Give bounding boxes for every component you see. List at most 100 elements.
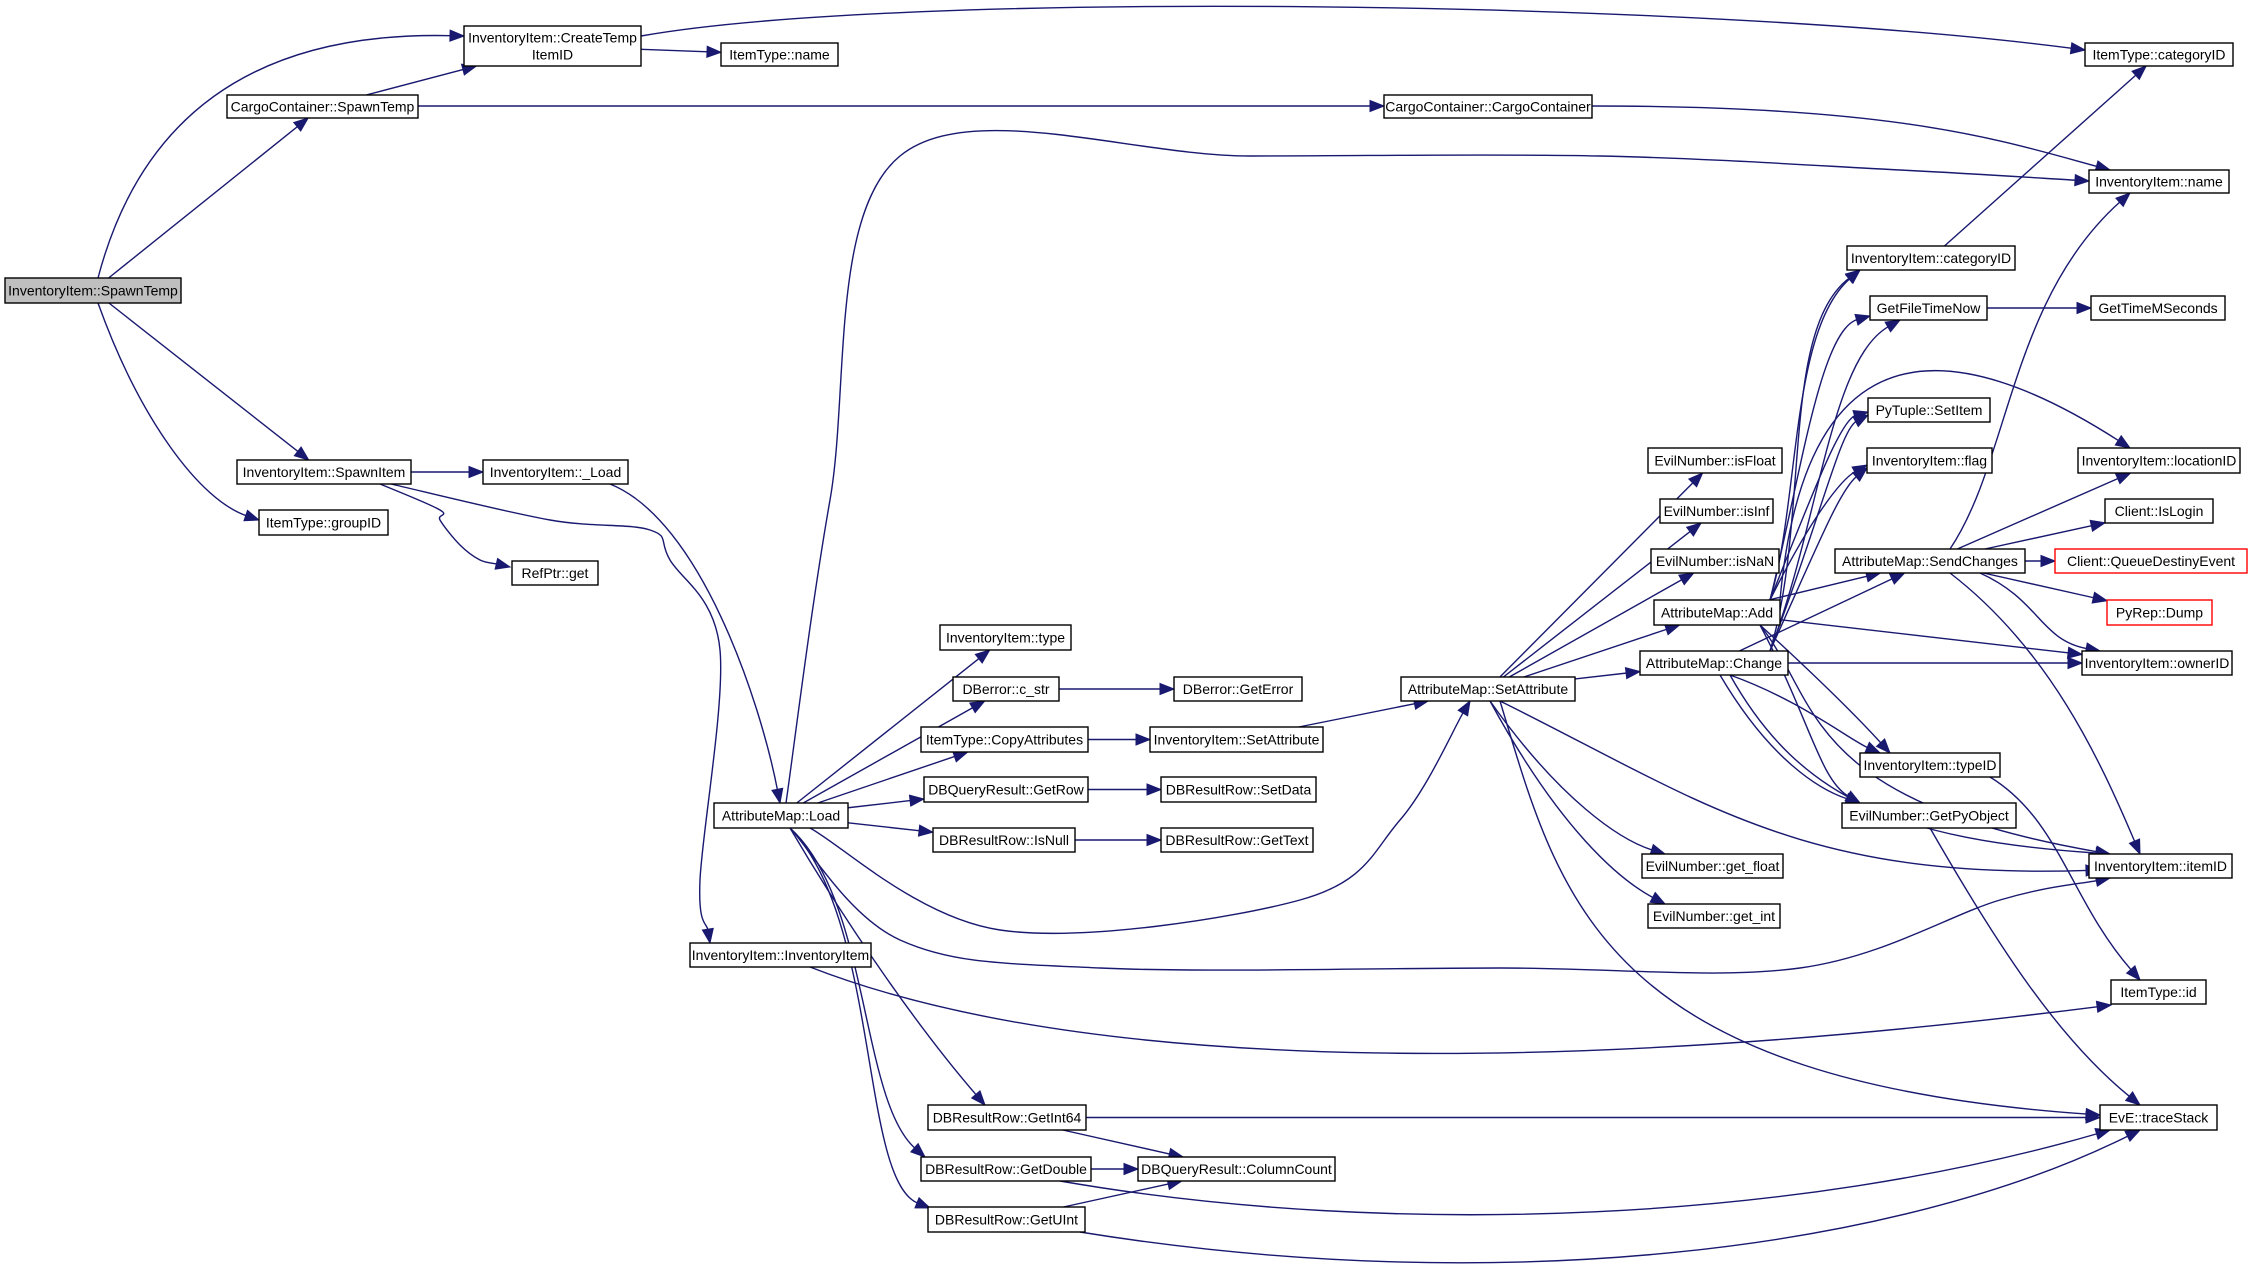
node-itemTypeCopyAttributes[interactable]: ItemType::CopyAttributes bbox=[920, 726, 1089, 753]
node-attrAdd[interactable]: AttributeMap::Add bbox=[1653, 599, 1781, 626]
node-box[interactable] bbox=[952, 676, 1060, 702]
node-box[interactable] bbox=[1650, 548, 1780, 574]
node-cargoCtor[interactable]: CargoContainer::CargoContainer bbox=[1383, 94, 1593, 119]
node-box[interactable] bbox=[1866, 447, 1993, 474]
node-box[interactable] bbox=[1653, 599, 1781, 626]
node-box[interactable] bbox=[226, 94, 419, 119]
node-box[interactable] bbox=[1400, 676, 1576, 702]
node-box[interactable] bbox=[927, 1206, 1086, 1233]
node-box[interactable] bbox=[2081, 650, 2233, 676]
node-box[interactable] bbox=[1639, 650, 1789, 676]
node-box[interactable] bbox=[258, 509, 389, 536]
node-box[interactable] bbox=[920, 1156, 1092, 1182]
node-invCtor[interactable]: InventoryItem::InventoryItem bbox=[689, 942, 872, 968]
node-box[interactable] bbox=[2084, 42, 2234, 67]
node-box[interactable] bbox=[1846, 245, 2016, 271]
node-invItemID[interactable]: InventoryItem::itemID bbox=[2088, 853, 2233, 879]
node-invFlag[interactable]: InventoryItem::flag bbox=[1866, 447, 1993, 474]
node-evilIsInf[interactable]: EvilNumber::isInf bbox=[1659, 498, 1774, 524]
node-invCategoryID[interactable]: InventoryItem::categoryID bbox=[1846, 245, 2016, 271]
node-getTimeMSeconds[interactable]: GetTimeMSeconds bbox=[2090, 295, 2226, 321]
node-box[interactable] bbox=[932, 827, 1076, 853]
node-dbRowGetInt64[interactable]: DBResultRow::GetInt64 bbox=[927, 1104, 1087, 1131]
node-box[interactable] bbox=[1659, 498, 1774, 524]
node-invSpawnItem[interactable]: InventoryItem::SpawnItem bbox=[236, 459, 412, 485]
node-pyTupleSetItem[interactable]: PyTuple::SetItem bbox=[1867, 397, 1991, 423]
node-box[interactable] bbox=[4, 277, 182, 304]
node-box[interactable] bbox=[463, 25, 642, 67]
node-box[interactable] bbox=[1641, 853, 1784, 879]
node-box[interactable] bbox=[927, 1104, 1087, 1131]
node-dbRowGetDouble[interactable]: DBResultRow::GetDouble bbox=[920, 1156, 1092, 1182]
node-box[interactable] bbox=[1149, 726, 1324, 753]
node-pyRepDump[interactable]: PyRep::Dump bbox=[2106, 599, 2213, 626]
node-dbErrorCStr[interactable]: DBerror::c_str bbox=[952, 676, 1060, 702]
node-box[interactable] bbox=[1647, 447, 1783, 474]
node-dbRowGetText[interactable]: DBResultRow::GetText bbox=[1160, 827, 1314, 853]
node-evilGetFloat[interactable]: EvilNumber::get_float bbox=[1641, 853, 1784, 879]
node-itemTypeId[interactable]: ItemType::id bbox=[2110, 979, 2207, 1005]
node-box[interactable] bbox=[2110, 979, 2207, 1005]
node-dbErrorGetError[interactable]: DBerror::GetError bbox=[1173, 676, 1303, 702]
node-box[interactable] bbox=[1867, 397, 1991, 423]
node-dbRowGetUInt[interactable]: DBResultRow::GetUInt bbox=[927, 1206, 1086, 1233]
node-attrChange[interactable]: AttributeMap::Change bbox=[1639, 650, 1789, 676]
node-box[interactable] bbox=[2088, 169, 2230, 194]
node-itemTypeName[interactable]: ItemType::name bbox=[720, 42, 839, 67]
node-box[interactable] bbox=[1869, 295, 1988, 321]
node-attrSetAttribute[interactable]: AttributeMap::SetAttribute bbox=[1400, 676, 1576, 702]
node-box[interactable] bbox=[1841, 802, 2017, 829]
node-invOwnerID[interactable]: InventoryItem::ownerID bbox=[2081, 650, 2233, 676]
node-box[interactable] bbox=[482, 459, 629, 485]
node-box[interactable] bbox=[2088, 853, 2233, 879]
node-evilGetPyObject[interactable]: EvilNumber::GetPyObject bbox=[1841, 802, 2017, 829]
node-traceStack[interactable]: EvE::traceStack bbox=[2099, 1104, 2218, 1131]
node-box[interactable] bbox=[1173, 676, 1303, 702]
node-box[interactable] bbox=[720, 42, 839, 67]
node-attrLoad[interactable]: AttributeMap::Load bbox=[713, 802, 849, 829]
node-box[interactable] bbox=[939, 624, 1072, 651]
node-invLoad[interactable]: InventoryItem::_Load bbox=[482, 459, 629, 485]
node-box[interactable] bbox=[1834, 548, 2026, 574]
node-evilGetInt[interactable]: EvilNumber::get_int bbox=[1647, 903, 1781, 929]
node-box[interactable] bbox=[713, 802, 849, 829]
node-clientIsLogin[interactable]: Client::IsLogin bbox=[2104, 498, 2214, 524]
node-box[interactable] bbox=[1137, 1156, 1336, 1182]
node-itemTypeCategoryID[interactable]: ItemType::categoryID bbox=[2084, 42, 2234, 67]
node-dbQueryGetRow[interactable]: DBQueryResult::GetRow bbox=[923, 776, 1089, 803]
node-invSetAttribute[interactable]: InventoryItem::SetAttribute bbox=[1149, 726, 1324, 753]
node-refPtrGet[interactable]: RefPtr::get bbox=[511, 560, 599, 586]
node-dbQueryColumnCount[interactable]: DBQueryResult::ColumnCount bbox=[1137, 1156, 1336, 1182]
node-dbRowSetData[interactable]: DBResultRow::SetData bbox=[1160, 776, 1317, 803]
node-spawnTemp[interactable]: InventoryItem::SpawnTemp bbox=[4, 277, 182, 304]
node-invName[interactable]: InventoryItem::name bbox=[2088, 169, 2230, 194]
node-box[interactable] bbox=[1160, 776, 1317, 803]
node-itemTypeGroupID[interactable]: ItemType::groupID bbox=[258, 509, 389, 536]
node-box[interactable] bbox=[923, 776, 1089, 803]
node-invType[interactable]: InventoryItem::type bbox=[939, 624, 1072, 651]
node-box[interactable] bbox=[2099, 1104, 2218, 1131]
node-box[interactable] bbox=[1647, 903, 1781, 929]
node-invLocationID[interactable]: InventoryItem::locationID bbox=[2077, 447, 2241, 474]
node-clientQueueDestinyEvent[interactable]: Client::QueueDestinyEvent bbox=[2054, 548, 2248, 574]
node-getFileTimeNow[interactable]: GetFileTimeNow bbox=[1869, 295, 1988, 321]
node-cargoSpawnTemp[interactable]: CargoContainer::SpawnTemp bbox=[226, 94, 419, 119]
node-box[interactable] bbox=[2054, 548, 2248, 574]
node-box[interactable] bbox=[2106, 599, 2213, 626]
node-box[interactable] bbox=[511, 560, 599, 586]
node-box[interactable] bbox=[1859, 752, 2001, 778]
node-box[interactable] bbox=[689, 942, 872, 968]
node-box[interactable] bbox=[2077, 447, 2241, 474]
node-attrSendChanges[interactable]: AttributeMap::SendChanges bbox=[1834, 548, 2026, 574]
node-dbRowIsNull[interactable]: DBResultRow::IsNull bbox=[932, 827, 1076, 853]
node-box[interactable] bbox=[1383, 94, 1593, 119]
node-evilIsNaN[interactable]: EvilNumber::isNaN bbox=[1650, 548, 1780, 574]
node-box[interactable] bbox=[920, 726, 1089, 753]
node-box[interactable] bbox=[2104, 498, 2214, 524]
node-box[interactable] bbox=[2090, 295, 2226, 321]
node-evilIsFloat[interactable]: EvilNumber::isFloat bbox=[1647, 447, 1783, 474]
node-invTypeID[interactable]: InventoryItem::typeID bbox=[1859, 752, 2001, 778]
node-box[interactable] bbox=[236, 459, 412, 485]
node-box[interactable] bbox=[1160, 827, 1314, 853]
